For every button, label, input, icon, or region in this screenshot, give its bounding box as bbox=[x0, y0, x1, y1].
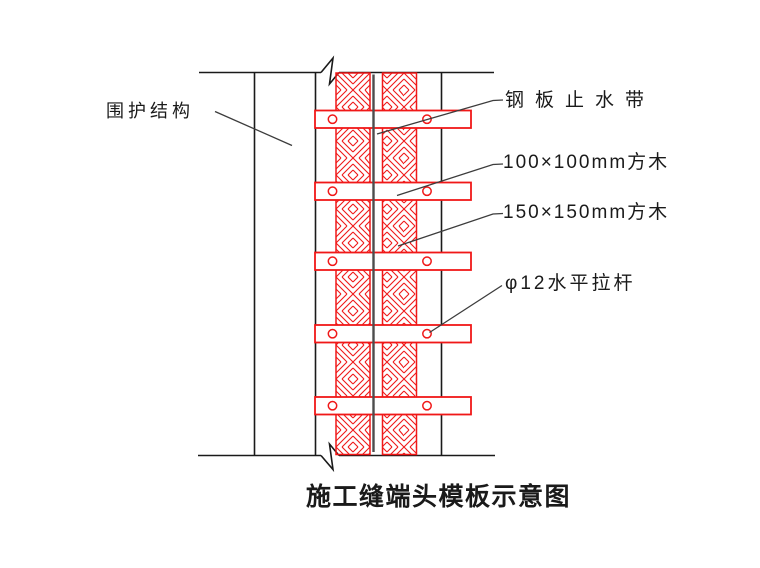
waler-bar bbox=[314, 251, 472, 271]
waler-bar bbox=[314, 109, 472, 129]
label-steel-waterstop: 钢板止水带 bbox=[505, 90, 656, 111]
label-enclosure-structure: 围护结构 bbox=[106, 101, 194, 121]
leader-timber100 bbox=[396, 163, 504, 197]
break-mark-bottom bbox=[320, 441, 340, 473]
tie-rod-hole bbox=[327, 400, 338, 411]
waler-bar bbox=[314, 181, 472, 201]
label-tie-rod: φ12水平拉杆 bbox=[505, 273, 636, 294]
tie-rod-hole bbox=[422, 256, 432, 267]
tie-rod-hole bbox=[422, 186, 432, 197]
leader-enclosure bbox=[214, 110, 293, 147]
tie-rod-hole bbox=[327, 328, 338, 339]
tie-rod-hole bbox=[327, 114, 338, 125]
tie-rod-hole bbox=[422, 400, 432, 411]
leader-tierod bbox=[429, 284, 503, 334]
leader-timber150 bbox=[397, 212, 504, 247]
break-mark-top bbox=[320, 55, 340, 87]
waler-bars bbox=[314, 109, 472, 416]
tie-rod-hole bbox=[327, 186, 338, 197]
tie-rod-hole bbox=[422, 328, 432, 339]
tie-rod-hole bbox=[327, 256, 338, 267]
leader-waterstop bbox=[376, 99, 504, 135]
diagram-title: 施工缝端头模板示意图 bbox=[306, 484, 572, 511]
waler-bar bbox=[314, 324, 472, 344]
label-timber-100: 100×100mm方木 bbox=[503, 152, 670, 173]
label-timber-150: 150×150mm方木 bbox=[503, 202, 670, 223]
waler-bar bbox=[314, 396, 472, 416]
